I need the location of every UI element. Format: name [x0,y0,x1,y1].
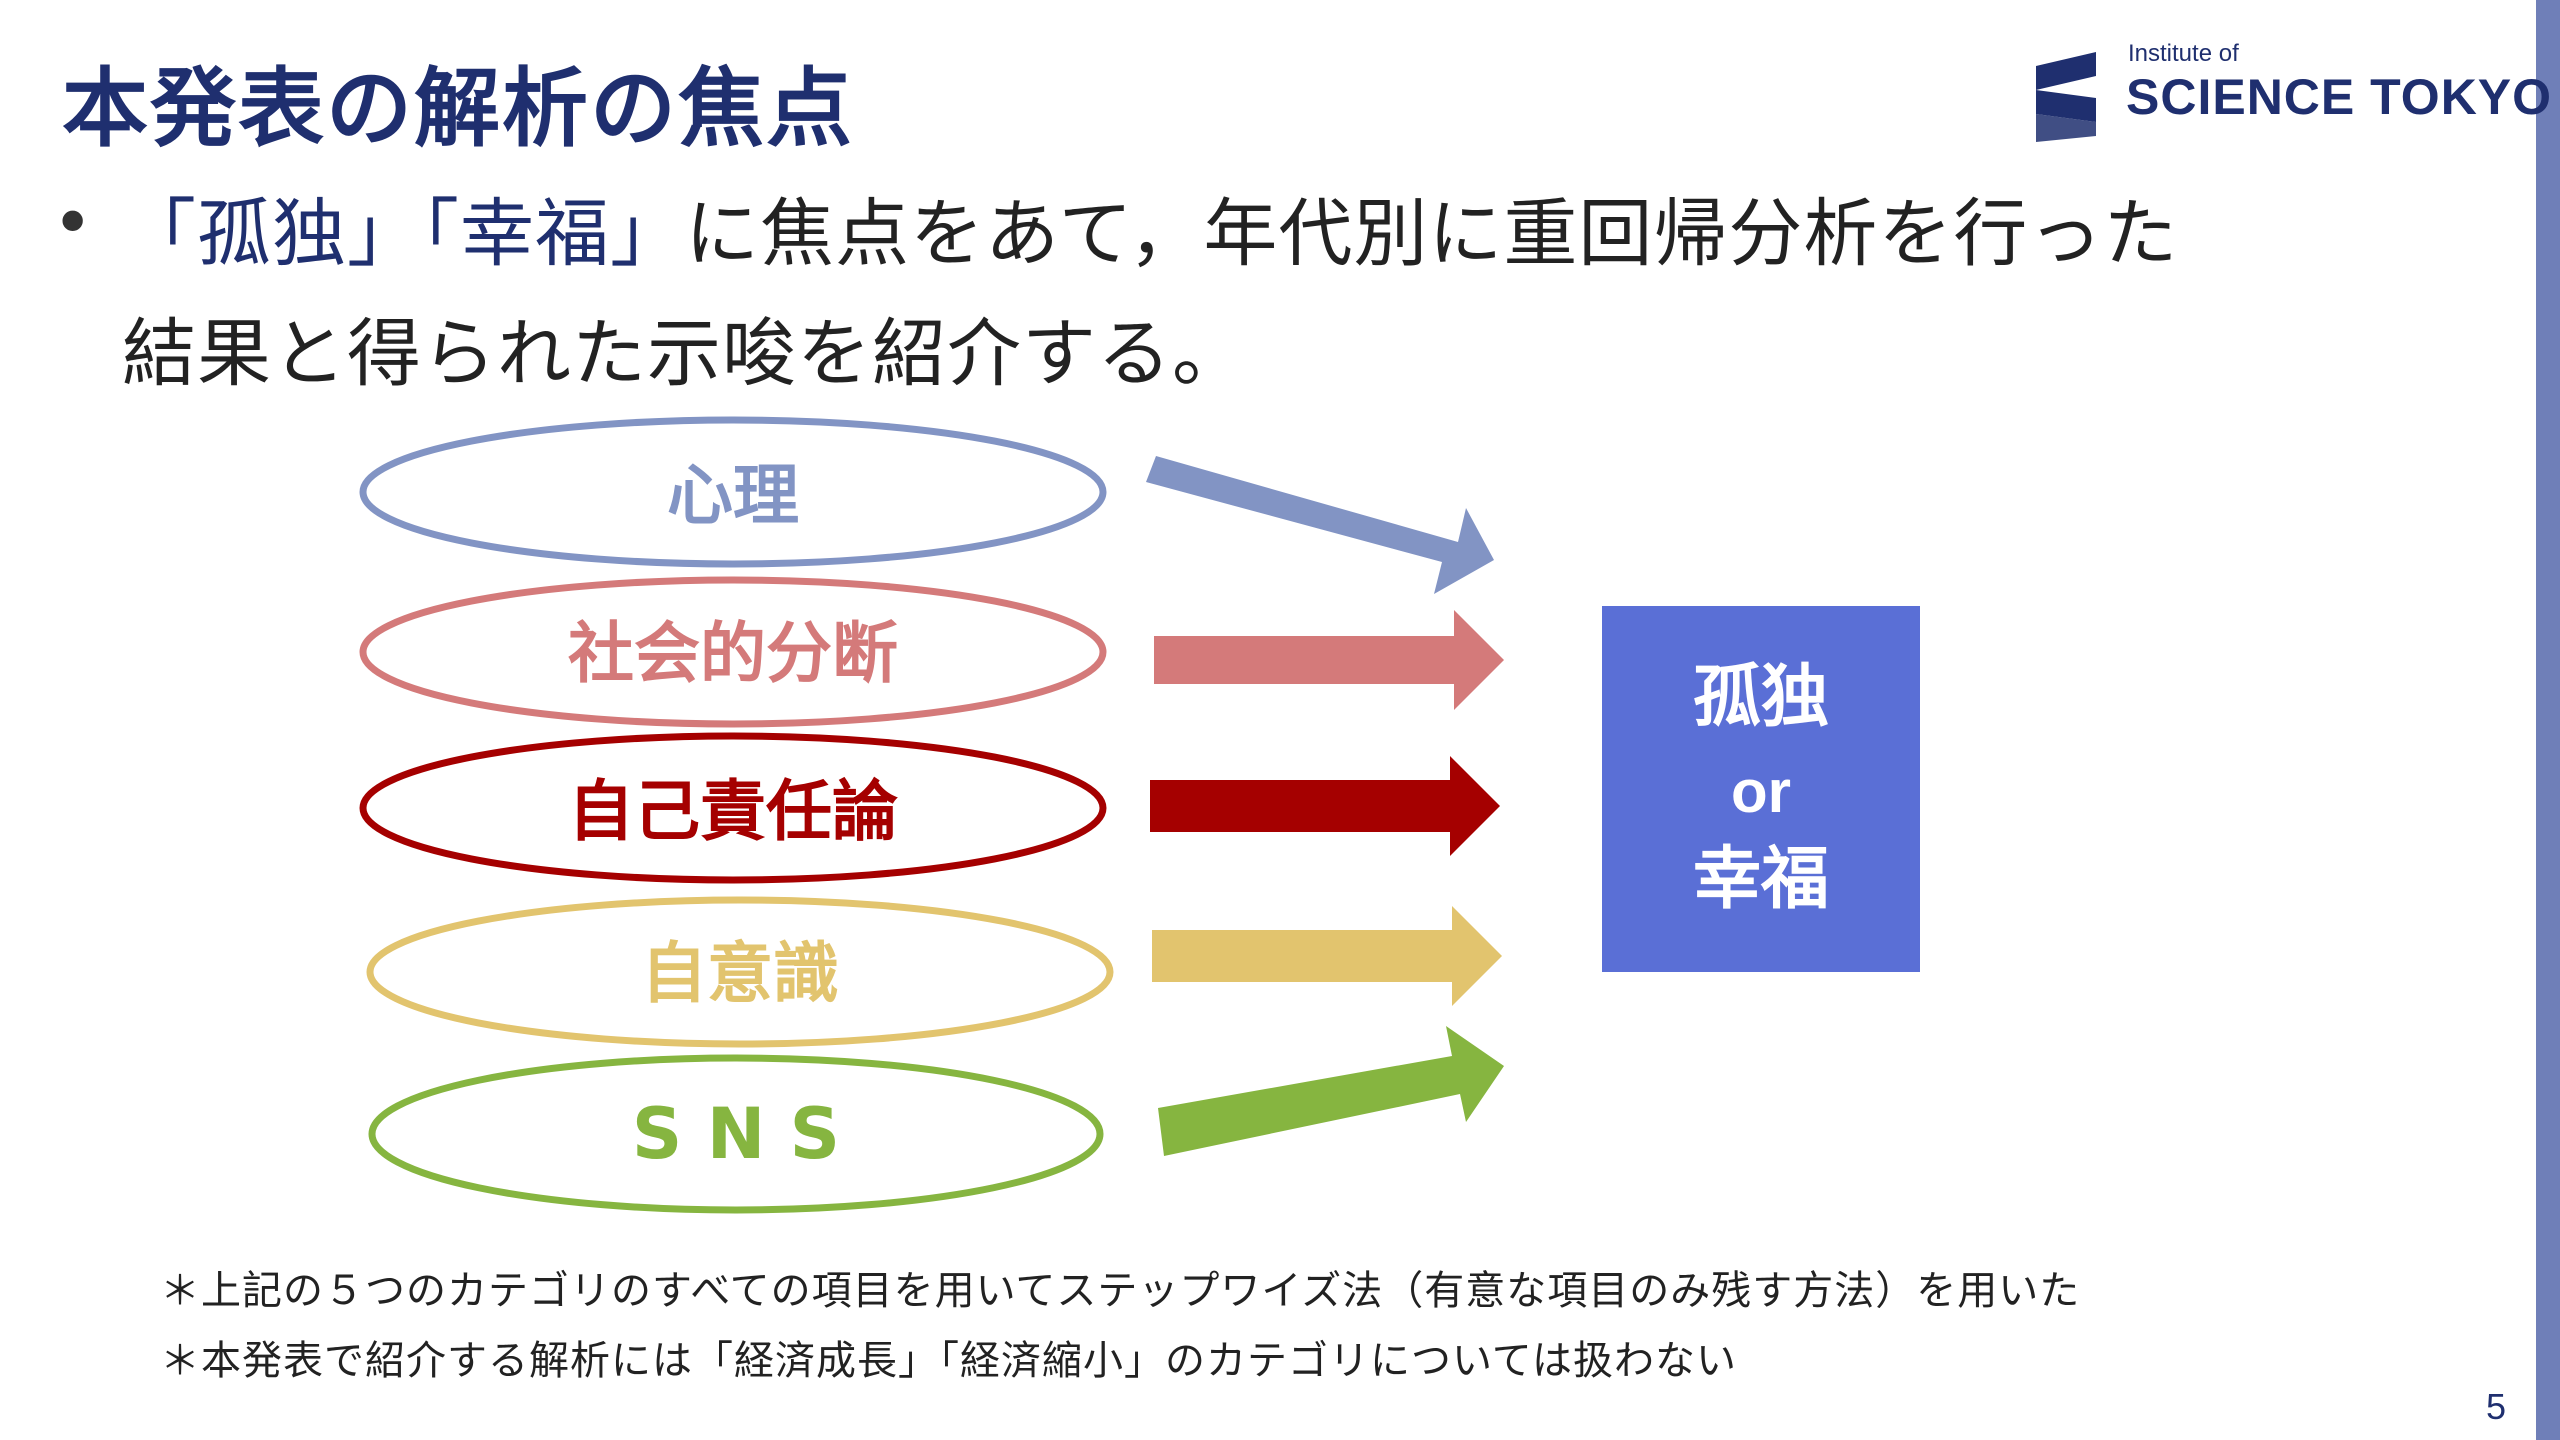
highlight-loneliness: 「孤独」 [122,191,422,277]
target-label-happiness: 幸福 [1693,840,1829,919]
logo-text-big: SCIENCE TOKYO [2126,69,2553,125]
category-ellipse-social-division [359,576,1107,728]
institution-logo: Institute of SCIENCE TOKYO [2030,40,2551,150]
category-label-sns: S N S [632,1093,840,1175]
logo-text-small: Institute of [2128,40,2239,67]
footnote-2: ＊本発表で紹介する解析には「経済成長」「経済縮小」のカテゴリについては扱わない [160,1338,1737,1384]
category-label-self-responsibility: 自己責任論 [568,773,898,850]
arrow-psychology [1146,456,1494,594]
logo-mark-icon [2036,52,2096,142]
category-ellipse-sns [368,1054,1104,1214]
bullet-line-1: 「孤独」「幸福」に焦点をあて，年代別に重回帰分析を行った [122,190,2178,279]
page-number: 5 [2486,1386,2507,1427]
target-label-loneliness: 孤独 [1693,658,1829,737]
category-label-psychology: 心理 [667,457,799,534]
category-label-self-consciousness: 自意識 [641,935,839,1012]
category-label-social-division: 社会的分断 [568,615,898,692]
category-ellipse-psychology [359,416,1107,568]
bullet-marker: • [52,182,94,264]
bullet-line-2: 結果と得られた示唆を紹介する。 [122,311,1247,397]
target-label-or: or [1731,758,1791,825]
arrow-sns [1158,1026,1504,1156]
highlight-happiness: 「幸福」 [422,191,685,277]
arrow-social-division [1154,610,1504,710]
footnote-1: ＊上記の５つのカテゴリのすべての項目を用いてステップワイズ法（有意な項目のみ残す… [160,1268,2081,1314]
right-accent-bar [2536,0,2560,1440]
arrow-self-responsibility [1150,756,1500,856]
category-ellipse-self-consciousness [366,896,1114,1048]
bullet-line-1-text: に焦点をあて，年代別に重回帰分析を行った [685,191,2179,277]
target-box [1602,606,1920,972]
arrow-self-consciousness [1152,906,1502,1006]
category-ellipse-self-responsibility [359,732,1107,884]
page-title: 本発表の解析の焦点 [62,59,854,159]
